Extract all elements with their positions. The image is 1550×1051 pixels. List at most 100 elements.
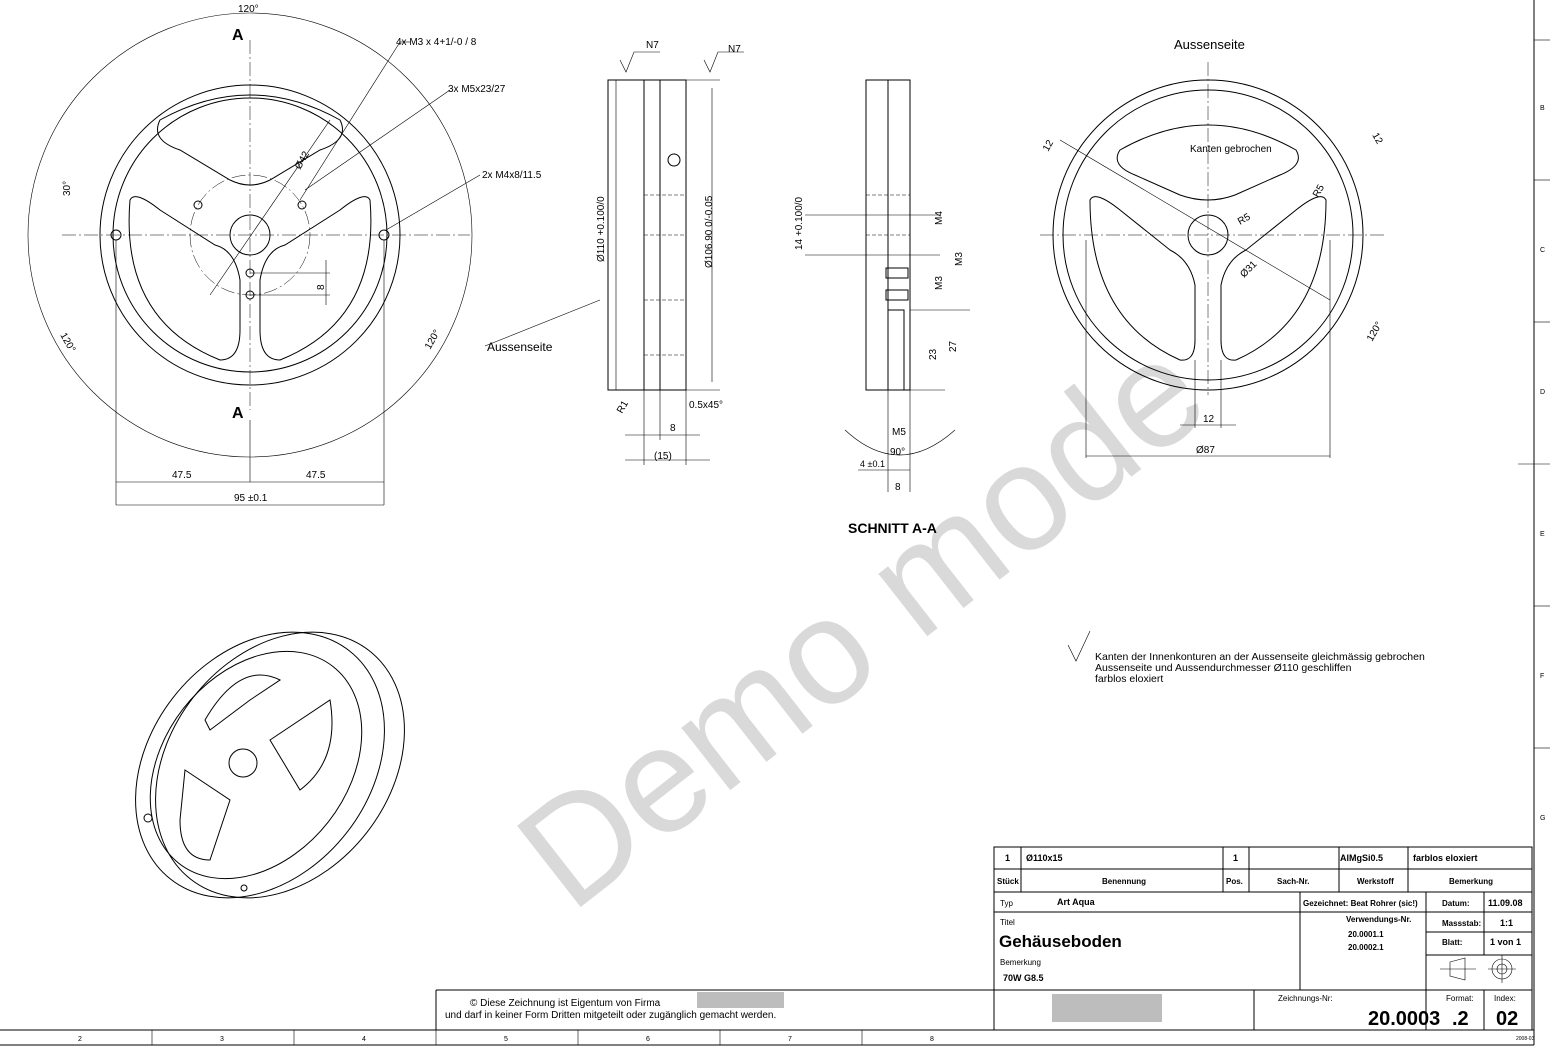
copyright-line: © Diese Zeichnung ist Eigentum von Firma [470, 998, 661, 1009]
dia-87: Ø87 [1196, 445, 1215, 456]
version: 2008-03 [1516, 1036, 1535, 1042]
note-line: Kanten der Innenkonturen an der Aussense… [1095, 651, 1425, 663]
isometric-view [135, 631, 405, 899]
dim-14: 14 +0.100/0 [794, 196, 805, 250]
cell-stueck: 1 [1005, 853, 1010, 863]
index-label: Index: [1494, 994, 1516, 1003]
thread-m5: M5 [892, 427, 906, 438]
border-col: 6 [646, 1036, 650, 1043]
datum-label: Datum: [1442, 899, 1470, 908]
dim-8: 8 [895, 482, 901, 493]
title-block: 1 Ø110x15 1 AlMgSi0.5 farblos eloxiert S… [435, 846, 1535, 1042]
projection-symbol-icon [1440, 957, 1476, 981]
callout-m4: 2x M4x8/11.5 [482, 170, 542, 181]
verwendung-label: Verwendungs-Nr. [1346, 915, 1411, 924]
angle-120: 120° [1365, 320, 1385, 343]
header-benennung: Benennung [1102, 877, 1146, 886]
typ-value: Art Aqua [1057, 897, 1096, 907]
border-col: 5 [504, 1036, 508, 1043]
projection-circle-icon [1488, 955, 1516, 983]
note-line: Aussenseite und Aussendurchmesser Ø110 g… [1095, 662, 1352, 674]
border-col: 7 [788, 1036, 792, 1043]
copyright-line: und darf in keiner Form Dritten mitgetei… [445, 1010, 776, 1021]
gezeichnet: Gezeichnet: Beat Rohrer (sic!) [1303, 899, 1418, 908]
border-row: G [1540, 815, 1545, 822]
dim-8: 8 [670, 423, 676, 434]
header-pos: Pos. [1226, 877, 1243, 886]
n7-left: N7 [646, 40, 659, 51]
typ-label: Typ [1000, 899, 1013, 908]
border-row: C [1540, 247, 1545, 254]
massstab-value: 1:1 [1500, 918, 1513, 928]
bemerkung-label: Bemerkung [1000, 958, 1041, 967]
cell-benennung: Ø110x15 [1026, 853, 1063, 863]
dim-12-left: 12 [1041, 138, 1056, 154]
dim-12-right: 12 [1369, 131, 1384, 147]
radius-r1: R1 [615, 399, 631, 416]
note-kanten-gebrochen: Kanten gebrochen [1190, 144, 1272, 155]
border-row: E [1540, 531, 1545, 538]
thread-m3-b: M3 [934, 276, 945, 290]
thread-m3-a: M3 [954, 252, 965, 266]
border-col: 2 [78, 1036, 82, 1043]
callout-m5: 3x M5x23/27 [448, 84, 506, 95]
section-a-a: 14 +0.100/0 M4 M3 M3 23 27 M5 90° 4 ±0.1… [794, 79, 970, 536]
dim-8: 8 [316, 284, 327, 290]
watermark: Demo mode [487, 304, 1234, 939]
datum-value: 11.09.08 [1488, 898, 1523, 908]
blatt-value: 1 von 1 [1490, 937, 1521, 947]
cell-pos: 1 [1233, 853, 1238, 863]
dia-110: Ø110 +0.100/0 [596, 196, 607, 262]
rear-view: Aussenseite Kanten gebrochen 12 12 R5 R5… [1040, 37, 1385, 458]
dia-42: Ø42 [293, 149, 312, 171]
note-line: farblos eloxiert [1095, 673, 1163, 685]
dim-15: (15) [654, 451, 672, 462]
dia-31: Ø31 [1238, 259, 1259, 280]
drawing-title: Gehäuseboden [999, 932, 1122, 951]
angle-top: 120° [238, 4, 259, 15]
angle-90: 90° [890, 447, 905, 458]
side-view: N7 N7 Ø110 +0.100/0 Ø106.90 0/-0.05 R1 0… [596, 40, 744, 465]
border-row: F [1540, 673, 1544, 680]
angle-right: 120° [423, 328, 443, 351]
front-view: A A 120° 4x M3 x 4+1/-0 / 8 3x M5x23/27 … [27, 4, 601, 506]
border-row: D [1540, 389, 1545, 396]
dim-12-bottom: 12 [1203, 414, 1215, 425]
dim-left: 47.5 [172, 470, 192, 481]
titel-label: Titel [1000, 918, 1015, 927]
surface-finish-icon [1067, 630, 1091, 662]
massstab-label: Massstab: [1442, 919, 1481, 928]
format-label: Format: [1446, 994, 1474, 1003]
redacted-logo [1052, 994, 1162, 1022]
cell-bemerkung: farblos eloxiert [1413, 853, 1478, 863]
cell-werkstoff: AlMgSi0.5 [1340, 853, 1383, 863]
header-sach-nr: Sach-Nr. [1277, 877, 1309, 886]
dim-4: 4 ±0.1 [860, 459, 885, 469]
zeichnungs-nr: 20.0003 [1368, 1008, 1440, 1030]
section-mark-bottom: A [232, 405, 244, 422]
label-aussenseite: Aussenseite [487, 340, 553, 354]
blatt-label: Blatt: [1442, 938, 1462, 947]
verwendung-item: 20.0001.1 [1348, 930, 1384, 939]
border-col: 3 [220, 1036, 224, 1043]
dim-23: 23 [928, 348, 939, 360]
n7-right: N7 [728, 44, 741, 55]
callout-m3: 4x M3 x 4+1/-0 / 8 [396, 37, 477, 48]
dia-106: Ø106.90 0/-0.05 [704, 195, 715, 268]
section-title: SCHNITT A-A [848, 520, 937, 536]
dim-27: 27 [948, 340, 959, 352]
border-row: B [1540, 105, 1545, 112]
header-stueck: Stück [997, 877, 1019, 886]
bemerkung-value: 70W G8.5 [1003, 973, 1044, 983]
chamfer: 0.5x45° [689, 400, 723, 411]
angle-30: 30° [62, 181, 73, 196]
dim-right: 47.5 [306, 470, 326, 481]
zeichnungs-nr-label: Zeichnungs-Nr: [1278, 994, 1333, 1003]
radius-r5-a: R5 [1311, 183, 1327, 200]
index-value: 02 [1496, 1008, 1518, 1030]
rear-view-title: Aussenseite [1174, 37, 1245, 52]
border-col: 4 [362, 1036, 366, 1043]
thread-m4: M4 [934, 211, 945, 225]
